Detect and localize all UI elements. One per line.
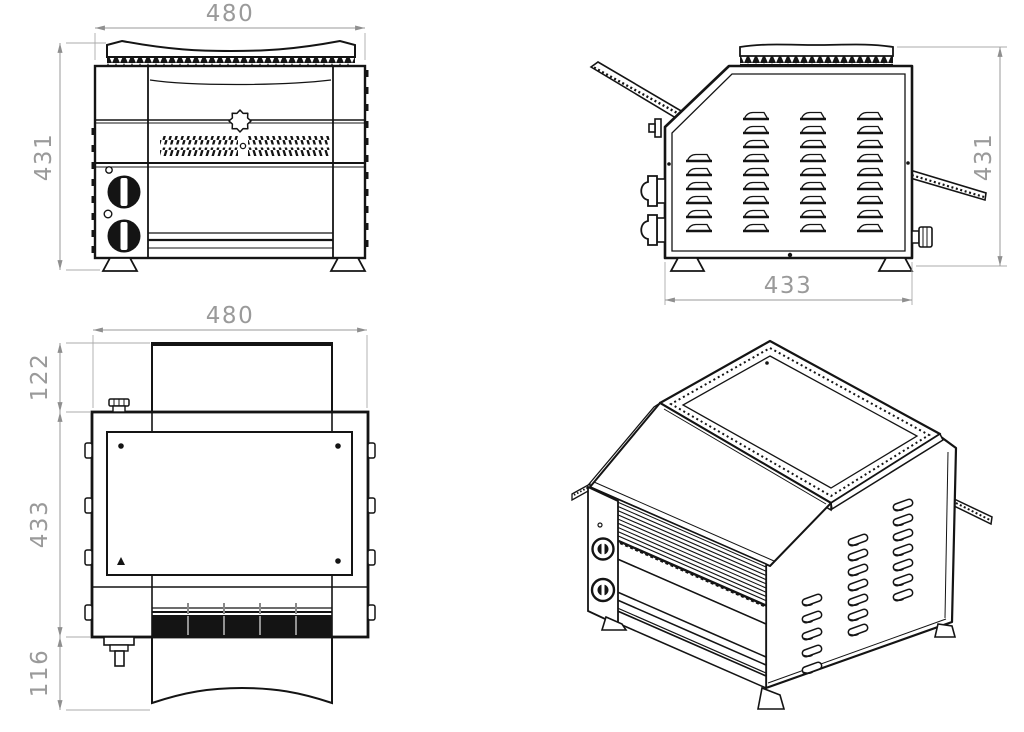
isometric-view	[571, 339, 993, 710]
front-width-dimension: 480	[94, 1, 366, 60]
indicator-lamp-icon	[597, 522, 603, 528]
top-width-label: 480	[206, 303, 254, 329]
top-outfeed-tray	[151, 637, 333, 705]
heat-knob-icon	[107, 219, 141, 253]
side-control-knobs	[640, 175, 666, 246]
iso-timer-knob-icon	[591, 537, 615, 561]
indicator-lamp-icon	[105, 166, 113, 174]
side-feet	[669, 257, 914, 272]
front-feet	[101, 257, 367, 272]
front-control-knobs	[103, 166, 141, 253]
side-height-dimension: 431	[897, 46, 1007, 267]
side-latch-handle	[648, 118, 662, 138]
top-cable-gland	[103, 636, 135, 667]
side-height-label: 431	[971, 133, 997, 181]
iso-outfeed-ramp	[949, 495, 993, 526]
side-cable-gland	[911, 226, 933, 248]
knob-profile-icon	[640, 175, 666, 207]
front-height-dimension: 431	[31, 42, 106, 271]
indicator-lamp-icon	[103, 209, 113, 219]
iso-heat-knob-icon	[590, 577, 616, 603]
top-side-tabs	[84, 442, 376, 621]
side-depth-dimension: 433	[664, 262, 913, 305]
top-width-dimension: 480	[92, 303, 368, 408]
top-conveyor-strip	[152, 603, 332, 636]
front-view: 480 431	[31, 1, 369, 272]
side-depth-label: 433	[764, 273, 812, 299]
top-outfeed-label: 116	[27, 649, 53, 697]
timer-knob-icon	[107, 175, 141, 209]
top-body-label: 433	[27, 500, 53, 548]
front-body	[93, 64, 367, 260]
top-infeed-label: 122	[27, 353, 53, 401]
iso-feet	[600, 615, 957, 710]
front-vent-hatch-band	[158, 136, 332, 156]
front-rosette-knob-icon	[228, 109, 252, 133]
side-bread-rack	[739, 43, 894, 66]
top-infeed-tray	[151, 342, 333, 413]
side-view: 433 431	[589, 43, 1007, 305]
front-height-label: 431	[31, 133, 57, 181]
front-edge-vents	[91, 70, 369, 253]
iso-control-panel	[587, 485, 619, 627]
top-ribbed-fitting	[108, 398, 130, 413]
front-bread-rack	[106, 39, 356, 67]
iso-hood	[583, 402, 832, 567]
top-cover-panel	[106, 431, 353, 576]
top-depth-dimension-chain: 122 433 116	[27, 342, 150, 711]
front-width-label: 480	[206, 1, 254, 27]
top-view: 480 122 433 116	[27, 303, 376, 711]
side-infeed-ramp	[589, 61, 685, 119]
